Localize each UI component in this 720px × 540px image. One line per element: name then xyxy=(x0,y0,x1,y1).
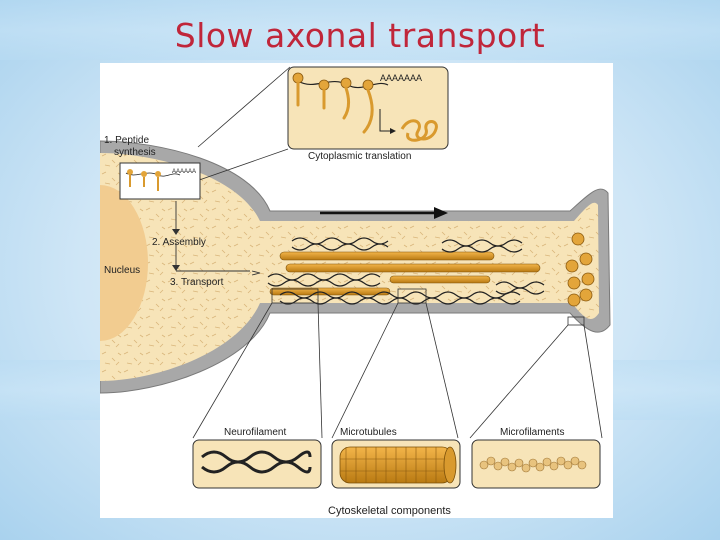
microfilament-box xyxy=(471,439,601,489)
terminal-vesicles xyxy=(565,232,595,307)
slow-axonal-transport-diagram: Nucleus AAAAAAA Cytoplasmic translation … xyxy=(52,66,611,517)
nucleus-label: Nucleus xyxy=(104,265,140,276)
step2-label: 2. Assembly xyxy=(152,237,206,248)
poly-a-tail-label: AAAAAAA xyxy=(380,73,422,83)
transport-direction-arrow xyxy=(434,207,448,219)
step1-label-line2: synthesis xyxy=(114,147,156,158)
small-translation-box: AAAAAA xyxy=(119,162,201,200)
axon-cytoskeleton xyxy=(267,237,585,326)
microtubules-label: Microtubules xyxy=(340,427,397,438)
slide-title: Slow axonal transport xyxy=(174,16,546,55)
poly-a-small-label: AAAAAA xyxy=(172,169,196,175)
neurofilament-label: Neurofilament xyxy=(224,427,286,438)
microtubule-box xyxy=(331,439,461,489)
diagram-figure: Nucleus AAAAAAA Cytoplasmic translation … xyxy=(52,63,613,518)
cytoskeletal-components-label: Cytoskeletal components xyxy=(328,505,451,517)
cytoplasmic-translation-label: Cytoplasmic translation xyxy=(308,151,411,162)
step1-label-line1: 1. Peptide xyxy=(104,135,149,146)
microfilaments-label: Microfilaments xyxy=(500,427,564,438)
step3-label: 3. Transport xyxy=(170,277,224,288)
neurofilament-box xyxy=(192,439,322,489)
inset-translation: AAAAAAA Cytoplasmic translation xyxy=(161,66,449,194)
